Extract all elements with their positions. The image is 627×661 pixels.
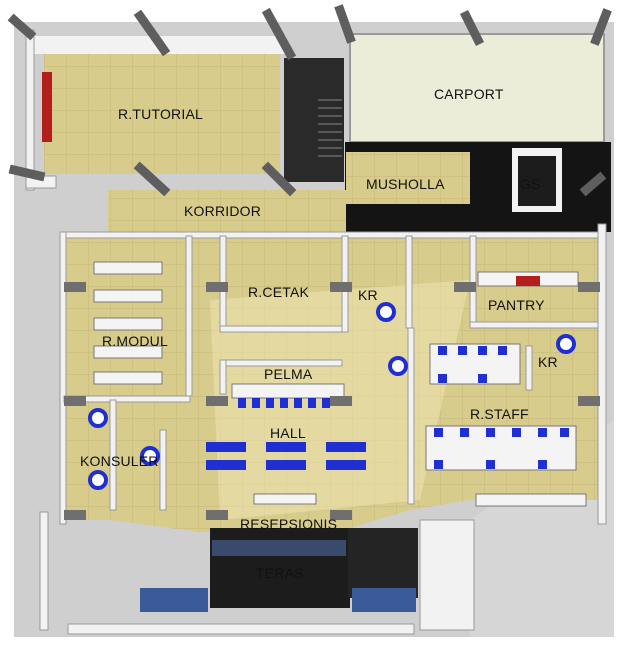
label-cetak: R.CETAK: [248, 284, 310, 300]
glass-right: [352, 588, 416, 612]
label-pantry: PANTRY: [488, 297, 545, 313]
label-korridor: KORRIDOR: [184, 203, 262, 219]
label-carport: CARPORT: [434, 86, 504, 102]
label-resepsionis: RESEPSIONIS: [240, 516, 338, 532]
columns: [64, 282, 600, 520]
round-tables: [88, 302, 576, 490]
label-modul: R.MODUL: [102, 333, 168, 349]
label-kr-upper: KR: [358, 287, 378, 303]
korridor-floor: [108, 190, 346, 234]
label-pelma: PELMA: [264, 366, 313, 382]
pelma-desk: [231, 383, 345, 399]
gs-inner: [518, 156, 556, 206]
stairs-top: [284, 58, 344, 182]
stairs-top-steps: [318, 99, 342, 157]
reception-counter: [253, 493, 317, 505]
teras-glass: [212, 540, 346, 556]
glass-left: [140, 588, 208, 612]
pelma-chairs: [238, 398, 330, 408]
modul-tables: [93, 261, 163, 385]
label-musholla: MUSHOLLA: [366, 176, 445, 192]
label-konsuler: KONSULER: [80, 453, 159, 469]
label-kr-staff: KR: [538, 354, 558, 370]
perimeter-walls: [25, 29, 607, 635]
musholla-floor: [346, 152, 470, 204]
pantry-stools: [516, 276, 540, 286]
tutorial-room-floor: [44, 52, 280, 174]
internal-walls: [59, 231, 603, 525]
label-gs: GS: [520, 176, 541, 192]
label-hall: HALL: [270, 425, 306, 441]
hall-seating: [206, 442, 366, 470]
staff-chairs: [434, 346, 569, 469]
front-stairs: [348, 528, 418, 598]
tutorial-whiteboard: [42, 72, 52, 142]
label-tutorial: R.TUTORIAL: [118, 106, 203, 122]
label-staff: R.STAFF: [470, 406, 529, 422]
roof-beams: [7, 4, 612, 197]
label-teras: TERAS: [256, 565, 304, 581]
